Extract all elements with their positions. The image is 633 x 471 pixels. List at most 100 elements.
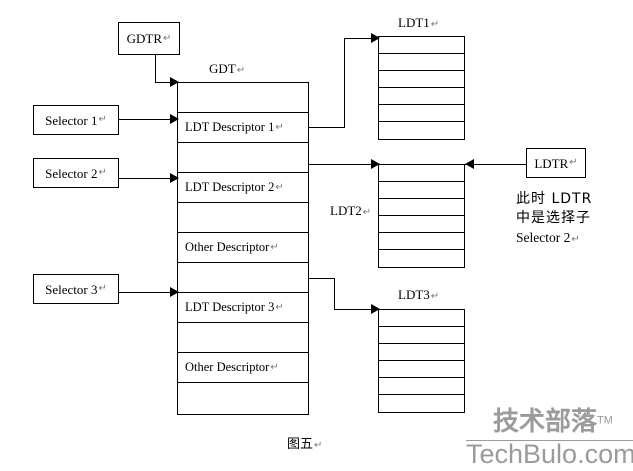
selector-3-connector [119,292,177,293]
ldt2-row [379,233,464,250]
gdt-title-cr-mark: ↵ [236,65,246,76]
ldt3-row [379,310,464,327]
ldt3-row [379,327,464,344]
gdt-row-label: Other Descriptor [185,360,270,374]
selector-3-arrowhead [170,287,179,297]
gdt-row-ldt-descriptor-2: LDT Descriptor 2↵ [178,173,308,203]
ldt1-row [379,105,464,122]
ldt2-row [379,199,464,216]
ldt-descriptor-1-connector-h1 [309,127,345,128]
ldt1-title: LDT1↵ [398,16,439,30]
gdt-row [178,203,308,233]
ldt3-row [379,361,464,378]
ldt2-row [379,216,464,233]
ldt1-row [379,71,464,88]
selector-1-box: Selector 1↵ [33,105,119,135]
ldtr-connector [465,164,526,165]
gdt-row-label: Other Descriptor [185,240,270,254]
selector-2-box: Selector 2↵ [33,158,119,188]
watermark-cn-text: 技术部落 [493,407,598,437]
ldt1-row [379,88,464,105]
gdt-title: GDT↵ [209,62,245,76]
ldtr-arrowhead [465,159,474,169]
watermark-divider [466,440,633,441]
ldt2-title: LDT2↵ [330,204,371,218]
gdt-row-cr-mark: ↵ [270,362,279,373]
selector-2-label: Selector 2 [45,165,98,181]
selector-1-label: Selector 1 [45,112,98,128]
ldt2-row [379,165,464,182]
gdt-row-label: LDT Descriptor 1 [185,120,275,134]
ldt-descriptor-1-connector-v [344,38,345,128]
ldt2-table [378,164,465,268]
annotation-cr-mark: ↵ [571,234,580,245]
ldt1-table [378,36,465,140]
ldt2-row [379,250,464,267]
ldt3-title: LDT3↵ [398,288,439,302]
ldt-descriptor-1-arrowhead [371,33,380,43]
ldtr-label: LDTR [534,155,569,171]
ldt3-title-text: LDT3 [398,287,430,302]
watermark-en-text: TechBulo.com [466,439,633,469]
gdt-row-cr-mark: ↵ [270,242,279,253]
gdt-row-other-descriptor-1: Other Descriptor↵ [178,233,308,263]
ldt3-title-cr-mark: ↵ [430,291,440,302]
gdtr-connector-vertical [155,55,156,83]
ldt1-row [379,122,464,139]
ldt-descriptor-2-connector [309,164,378,165]
ldt-descriptor-3-connector-v [334,278,335,310]
gdt-row-cr-mark: ↵ [275,182,284,193]
gdt-row-cr-mark: ↵ [275,302,284,313]
ldtr-register-box: LDTR↵ [526,148,586,178]
figure-caption-cr-mark: ↵ [314,440,323,451]
ldt3-row [379,378,464,395]
selector-3-cr-mark: ↵ [98,283,107,294]
gdt-row-label: LDT Descriptor 3 [185,300,275,314]
figure-caption-text: 图五 [287,437,314,452]
ldt-descriptor-3-connector-h1 [309,278,335,279]
annotation-line-1: 此时 LDTR [516,191,593,207]
ldt1-title-text: LDT1 [398,15,430,30]
gdtr-connector-arrowhead [170,77,179,87]
selector-2-cr-mark: ↵ [98,167,107,178]
selector-3-label: Selector 3 [45,281,98,297]
gdt-row-ldt-descriptor-3: LDT Descriptor 3↵ [178,293,308,323]
ldt-descriptor-1-connector-h2 [344,38,378,39]
gdt-row-ldt-descriptor-1: LDT Descriptor 1↵ [178,113,308,143]
gdt-row-label: LDT Descriptor 2 [185,180,275,194]
gdt-row-other-descriptor-2: Other Descriptor↵ [178,353,308,383]
watermark-domain: TechBulo.com [466,441,633,468]
gdt-row [178,323,308,353]
ldt1-title-cr-mark: ↵ [430,19,440,30]
selector-3-box: Selector 3↵ [33,274,119,304]
selector-1-cr-mark: ↵ [98,114,107,125]
gdt-row [178,83,308,113]
ldt3-row [379,344,464,361]
ldtr-cr-mark: ↵ [569,157,578,168]
gdt-row-cr-mark: ↵ [275,122,284,133]
gdtr-label: GDTR [126,31,162,46]
annotation-line-3-wrap: Selector 2↵ [516,228,592,249]
gdt-table: LDT Descriptor 1↵ LDT Descriptor 2↵ Othe… [177,82,309,415]
watermark-chinese: 技术部落TM [493,409,613,435]
watermark-tm-mark: TM [597,414,613,427]
gdtr-cr-mark: ↵ [163,32,172,44]
ldt1-row [379,37,464,54]
annotation-line-3: Selector 2 [516,230,571,245]
selector-1-arrowhead [170,114,179,124]
ldt3-row [379,395,464,412]
gdt-title-text: GDT [209,61,236,76]
selector-2-arrowhead [170,173,179,183]
gdt-row [178,383,308,414]
ldt-descriptor-3-connector-h2 [334,309,378,310]
ldt3-table [378,309,465,413]
ldt2-title-cr-mark: ↵ [362,207,372,218]
ldt2-row [379,182,464,199]
ldt-descriptor-3-arrowhead [371,304,380,314]
selector-1-connector [119,119,177,120]
ldtr-annotation: 此时 LDTR 中是选择子 Selector 2↵ [516,190,592,249]
gdtr-register-box: GDTR↵ [118,22,180,55]
annotation-line-2: 中是选择子 [516,210,591,226]
ldt1-row [379,54,464,71]
